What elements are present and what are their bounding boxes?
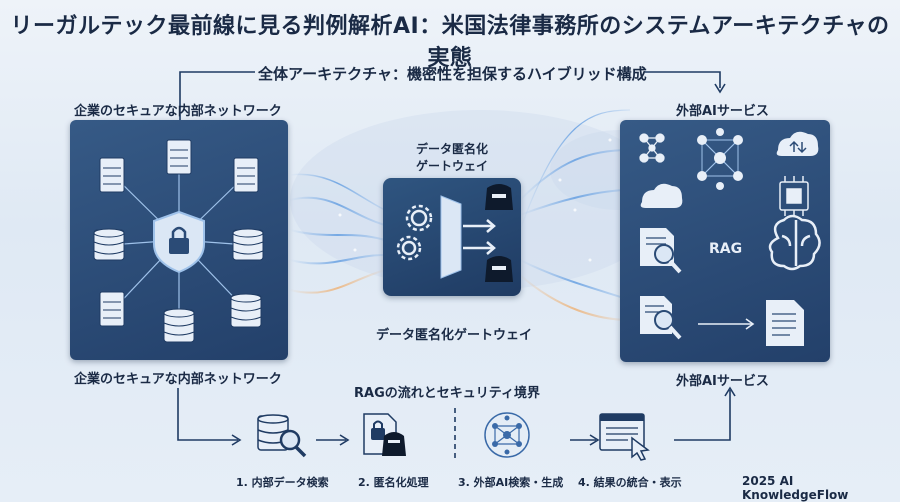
internal-network-label-bottom: 企業のセキュアな内部ネットワーク (74, 372, 282, 387)
page-title: リーガルテック最前線に見る判例解析AI：米国法律事務所のシステムアーキテクチャの… (10, 14, 890, 71)
external-ai-panel: RAG (620, 120, 830, 362)
gateway-label-line1: データ匿名化 (415, 142, 488, 156)
hacker-icon (485, 184, 513, 282)
internal-network-label-top: 企業のセキュアな内部ネットワーク (74, 104, 282, 119)
right-arrow-icon (463, 219, 496, 255)
flow-step-1-label: 1. 内部データ検索 (236, 476, 329, 489)
rag-label: RAG (709, 241, 743, 257)
chip-icon (779, 176, 809, 216)
flow-title: RAGの流れとセキュリティ境界 (354, 386, 540, 401)
architecture-title: 全体アーキテクチャ：機密性を担保するハイブリッド構成 (258, 65, 647, 83)
flow-step-4-label: 4. 結果の統合・表示 (578, 476, 682, 489)
cloud-icon (640, 183, 683, 208)
cloud-sync-icon (776, 131, 819, 156)
browser-click-icon (599, 413, 650, 461)
gear-icon (396, 204, 433, 261)
anonymize-icon (363, 413, 406, 456)
shield-lock-icon (153, 210, 205, 274)
flow-connectors (177, 386, 736, 460)
brain-icon (768, 214, 821, 271)
database-icon (93, 228, 264, 343)
gateway-label-bottom: データ匿名化ゲートウェイ (376, 328, 533, 343)
server-icon (99, 139, 259, 327)
network-icon (639, 133, 665, 163)
external-ai-label-bottom: 外部AIサービス (676, 374, 769, 389)
document-search-icon (640, 228, 682, 274)
gateway-panel (383, 178, 521, 296)
external-ai-label-top: 外部AIサービス (676, 104, 769, 119)
flow-step-3-label: 3. 外部AI検索・生成 (458, 476, 564, 489)
architecture-top-arrow (179, 71, 726, 122)
brain-network-icon (484, 412, 530, 458)
internal-network-diagram (93, 139, 264, 343)
flow-step-2-label: 2. 匿名化処理 (358, 476, 429, 489)
database-search-icon (257, 414, 307, 458)
document-magnifier-icon (640, 296, 682, 340)
gateway-label-line2: ゲートウェイ (415, 159, 488, 173)
footer-credit: 2025 AI KnowledgeFlow (742, 474, 849, 502)
external-ai-diagram (639, 128, 821, 346)
document-icon (766, 300, 804, 346)
gateway-label-top: データ匿名化 ゲートウェイ (412, 140, 492, 174)
internal-network-panel (70, 120, 288, 360)
right-arrow-icon (698, 318, 755, 330)
gateway-diagram (396, 184, 513, 282)
